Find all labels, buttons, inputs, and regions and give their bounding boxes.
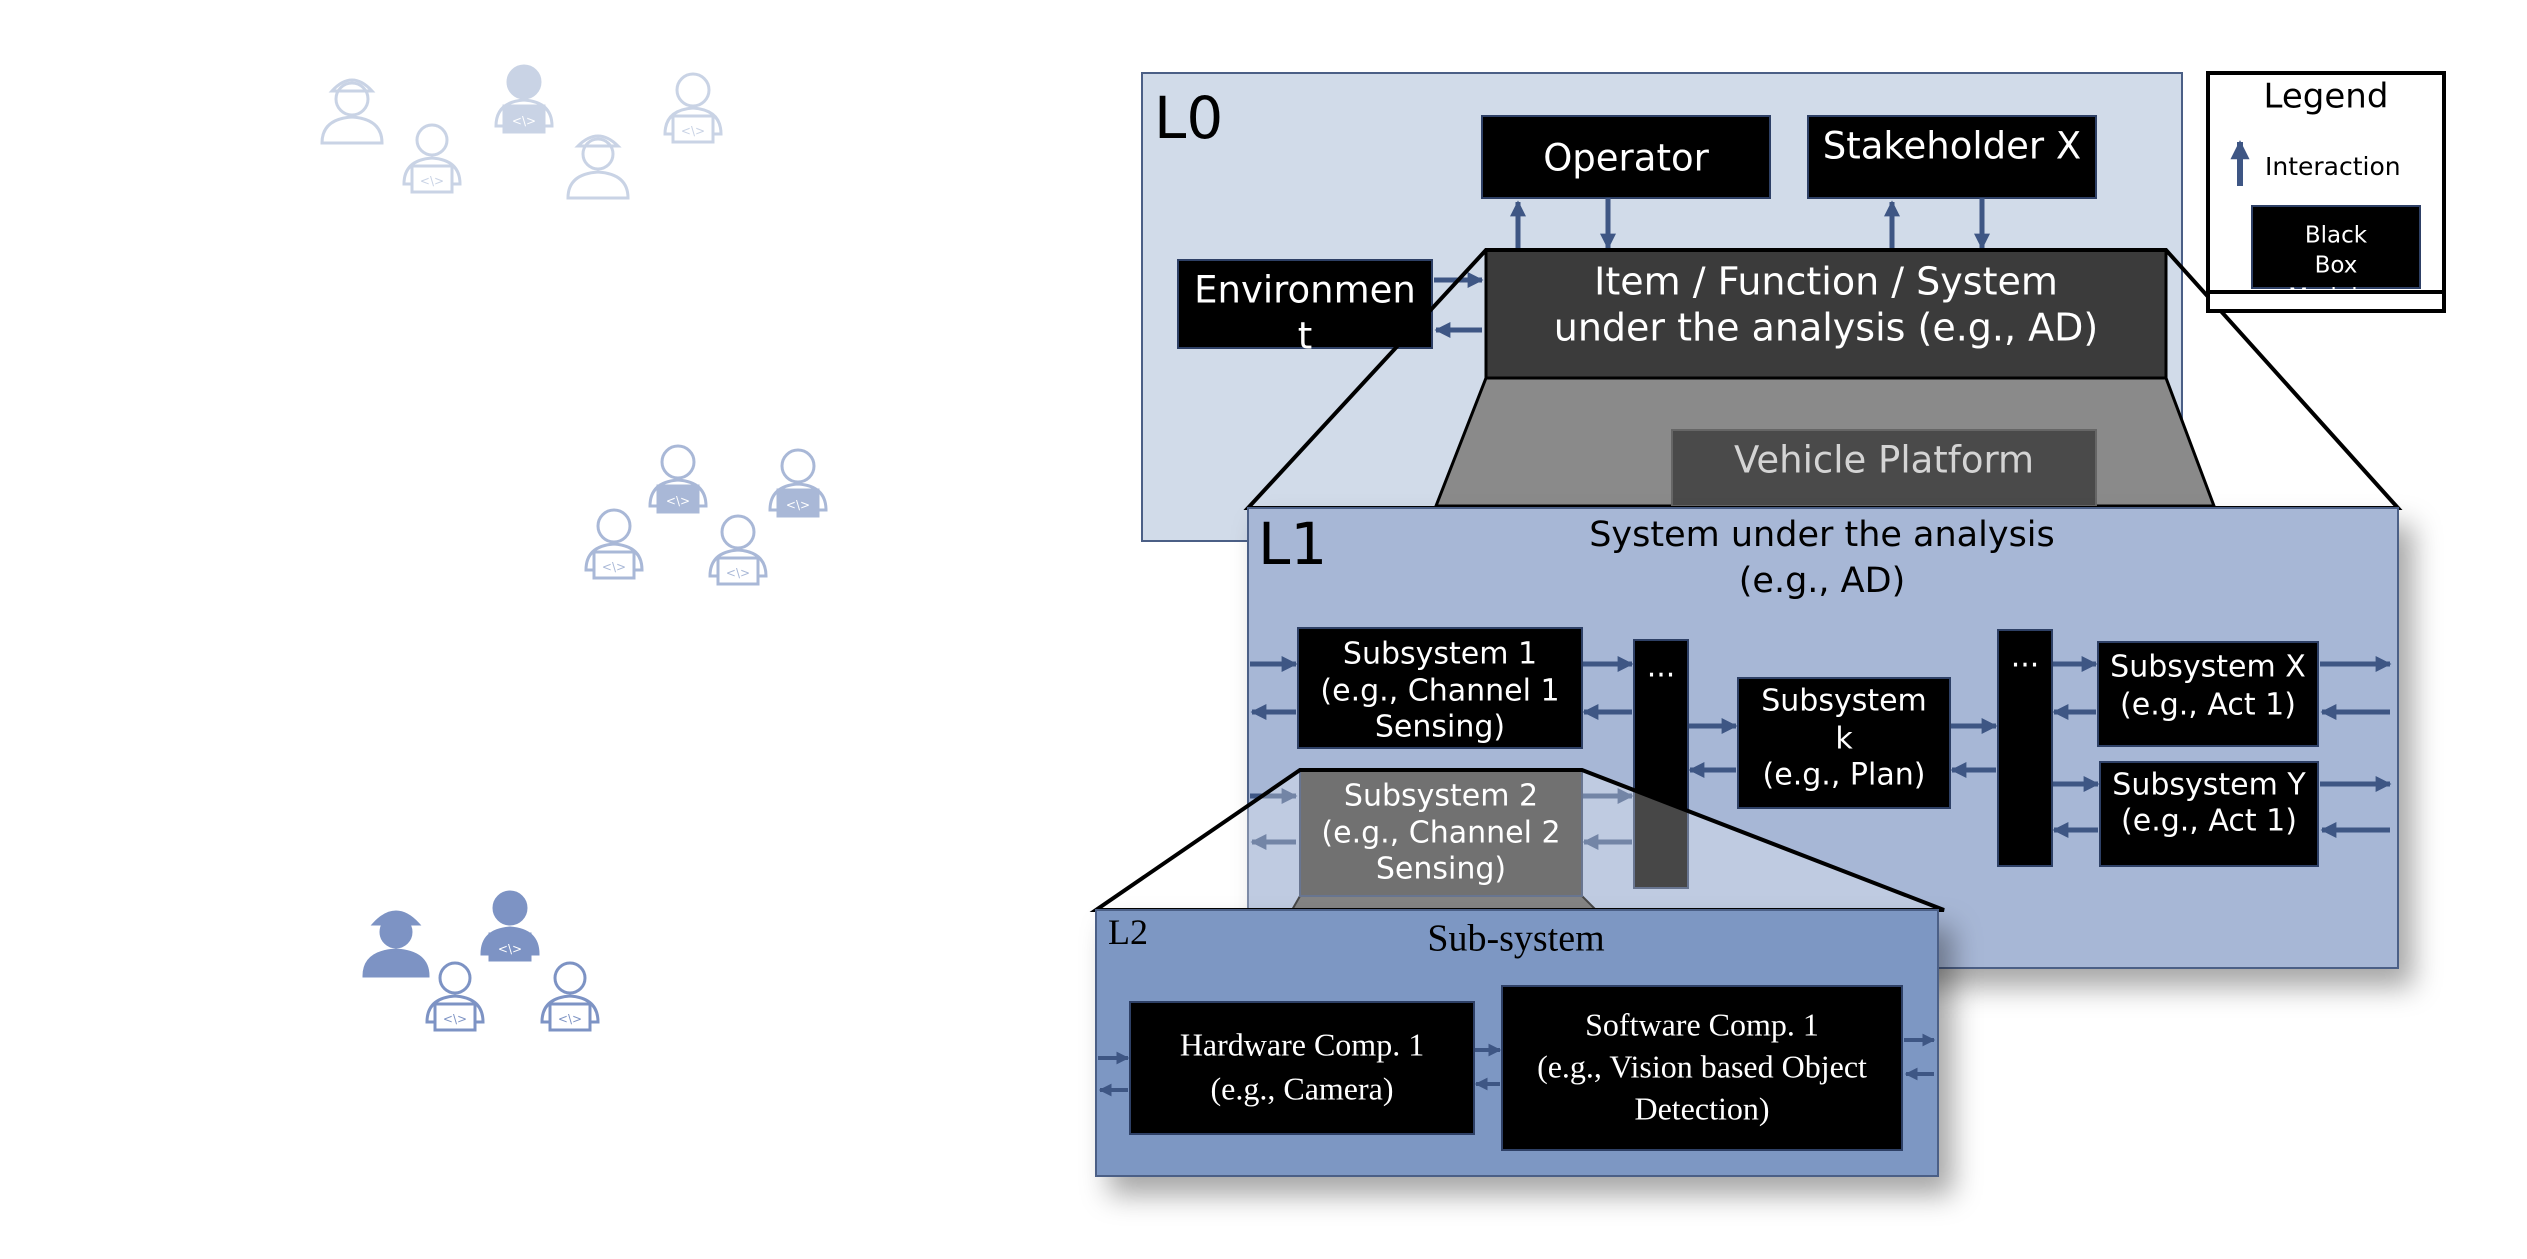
vehicle-platform-box: Vehicle Platform: [1671, 429, 2097, 507]
legend-blackbox-line-2: Box: [2315, 253, 2358, 279]
svg-text:<\>: <\>: [726, 566, 750, 580]
system-box: Item / Function / System under the analy…: [1484, 248, 2168, 380]
subsystem-y-box: Subsystem Y (e.g., Act 1): [2099, 761, 2319, 867]
hardware-comp-line-1: Hardware Comp. 1: [1180, 1026, 1424, 1062]
coder-icon: <\>: [648, 444, 708, 514]
subsystem-1-line-1: Subsystem 1: [1343, 637, 1537, 672]
svg-text:<\>: <\>: [420, 174, 444, 188]
level-1-title-line-1: System under the analysis: [1589, 515, 2055, 555]
legend-blackbox-line-1: Black: [2305, 223, 2368, 249]
legend-interaction-label: Interaction: [2265, 152, 2401, 181]
subsystem-2-line-2: (e.g., Channel 2: [1321, 816, 1560, 851]
hardware-comp-box: Hardware Comp. 1 (e.g., Camera): [1129, 1001, 1475, 1135]
coder-icon: <\>: [768, 448, 828, 518]
ellipsis-1-label: ...: [1647, 650, 1676, 685]
level-2-title: Sub-system: [1427, 918, 1604, 960]
coder-icon: <\>: [708, 514, 768, 586]
svg-text:<\>: <\>: [512, 114, 536, 128]
operator-label: Operator: [1543, 137, 1709, 180]
subsystem-2-box: Subsystem 2 (e.g., Channel 2 Sensing): [1299, 769, 1583, 897]
software-comp-box: Software Comp. 1 (e.g., Vision based Obj…: [1501, 985, 1903, 1151]
people-group-middle-icon: <\> <\> <\> <\>: [584, 444, 828, 586]
stakeholder-box: Stakeholder X: [1807, 115, 2097, 199]
subsystem-k-line-1: Subsystem: [1761, 684, 1927, 719]
level-0-tag: L0: [1154, 84, 1223, 152]
level-0-panel: L0 Operator Stakeholder X Environmen t: [1141, 72, 2217, 542]
svg-text:<\>: <\>: [602, 560, 626, 574]
subsystem-x-box: Subsystem X (e.g., Act 1): [2097, 641, 2319, 747]
subsystem-y-line-1: Subsystem Y: [2112, 768, 2306, 803]
vehicle-platform-label: Vehicle Platform: [1734, 439, 2034, 482]
subsystem-2-line-1: Subsystem 2: [1344, 779, 1538, 814]
subsystem-y-line-2: (e.g., Act 1): [2121, 804, 2297, 839]
system-line-2: under the analysis (e.g., AD): [1554, 306, 2098, 350]
worker-icon: [566, 134, 630, 200]
subsystem-x-line-1: Subsystem X: [2110, 650, 2306, 685]
subsystem-k-line-2: k: [1835, 722, 1853, 757]
system-line-1: Item / Function / System: [1594, 260, 2058, 304]
subsystem-k-box: Subsystem k (e.g., Plan): [1737, 677, 1951, 809]
worker-icon: [320, 78, 384, 145]
subsystem-x-line-2: (e.g., Act 1): [2120, 688, 2296, 723]
coder-icon: <\>: [663, 72, 723, 144]
environment-line-1: Environmen: [1194, 269, 1416, 312]
environment-box: Environmen t: [1177, 259, 1433, 358]
svg-text:<\>: <\>: [558, 1012, 582, 1026]
subsystem-k-line-3: (e.g., Plan): [1763, 758, 1926, 793]
coder-icon: <\>: [425, 961, 485, 1032]
ellipsis-bar-1: ...: [1633, 639, 1689, 889]
l1-interaction-arrows: [1250, 655, 2392, 851]
subsystem-1-line-3: Sensing): [1375, 710, 1505, 745]
worker-icon: [362, 910, 430, 978]
svg-text:<\>: <\>: [681, 124, 705, 138]
software-comp-line-3: Detection): [1634, 1090, 1769, 1126]
svg-text:<\>: <\>: [498, 942, 522, 956]
environment-line-2: t: [1298, 315, 1313, 358]
hardware-comp-line-2: (e.g., Camera): [1210, 1070, 1393, 1106]
l1-to-l2-zoom-lines: [1089, 768, 1945, 912]
l2-interaction-arrows: [1098, 1033, 1936, 1097]
people-group-top-icon: <\> <\> <\>: [320, 64, 723, 200]
l1-to-l2-zoom-fade: [1096, 770, 1944, 910]
level-2-tag: L2: [1108, 912, 1148, 952]
legend: Legend Interaction Black Box Modules: [2206, 71, 2446, 313]
software-comp-line-2: (e.g., Vision based Object: [1537, 1048, 1867, 1084]
subsystem-2-line-3: Sensing): [1376, 852, 1506, 887]
svg-text:<\>: <\>: [786, 498, 810, 512]
coder-icon: <\>: [584, 508, 644, 580]
coder-icon: <\>: [494, 64, 554, 134]
level-1-tag: L1: [1258, 510, 1327, 578]
coder-icon: <\>: [540, 961, 600, 1032]
ellipsis-bar-2: ...: [1997, 629, 2053, 867]
svg-text:<\>: <\>: [443, 1012, 467, 1026]
svg-text:<\>: <\>: [666, 494, 690, 508]
people-group-bottom-icon: <\> <\> <\>: [362, 890, 600, 1032]
operator-box: Operator: [1481, 115, 1771, 199]
stakeholder-label: Stakeholder X: [1823, 125, 2081, 168]
legend-blackbox-swatch: [2251, 205, 2421, 289]
subsystem-1-box: Subsystem 1 (e.g., Channel 1 Sensing): [1297, 627, 1583, 749]
coder-icon: <\>: [402, 123, 462, 194]
ellipsis-2-label: ...: [2011, 640, 2040, 675]
coder-icon: <\>: [480, 890, 540, 962]
level-1-title-line-2: (e.g., AD): [1739, 561, 1905, 601]
software-comp-line-1: Software Comp. 1: [1585, 1006, 1819, 1042]
legend-title: Legend: [2264, 77, 2389, 117]
subsystem-1-line-2: (e.g., Channel 1: [1320, 674, 1559, 709]
